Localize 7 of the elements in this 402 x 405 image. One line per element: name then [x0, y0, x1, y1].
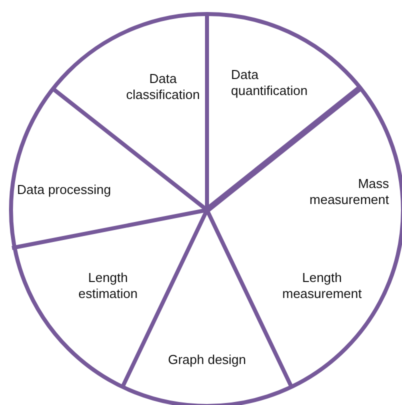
sector-label: Length measurement	[272, 270, 372, 302]
sector-label: Graph design	[152, 352, 262, 368]
sector-label: Data quantification	[231, 67, 331, 99]
sector-label: Length estimation	[58, 270, 158, 302]
sector-label: Data processing	[17, 182, 127, 198]
sector-label: Data classification	[113, 71, 213, 103]
sector-label: Mass measurement	[299, 176, 389, 208]
